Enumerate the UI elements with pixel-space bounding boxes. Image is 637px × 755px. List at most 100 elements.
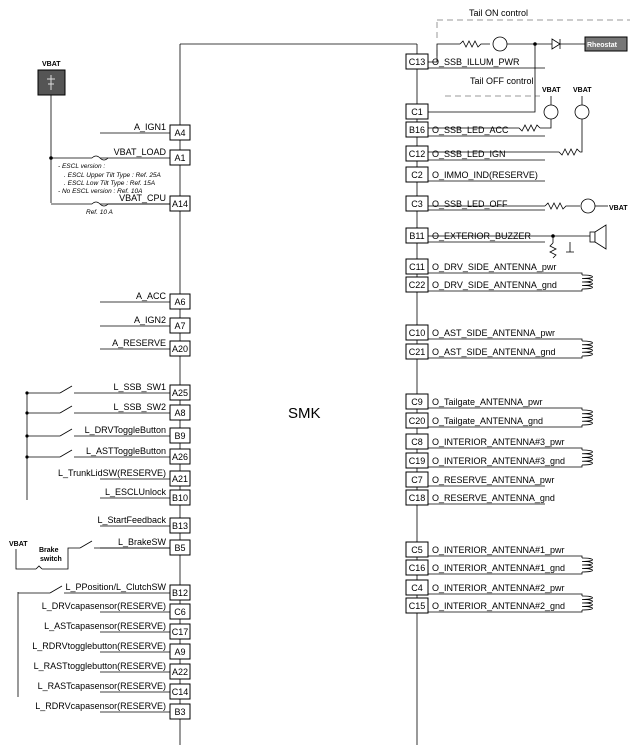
- antenna-coil: [545, 593, 593, 613]
- pin-box: [405, 343, 429, 360]
- brake-switch-label: Brake: [39, 547, 59, 554]
- pin-box: [405, 541, 429, 558]
- pin-box: [405, 579, 429, 596]
- signal-name: A_RESERVE: [112, 338, 166, 348]
- signal-name: L_RDRVtogglebutton(RESERVE): [32, 641, 166, 651]
- signal-name: A_IGN1: [134, 122, 166, 132]
- right-pin-c20: C20 O_Tailgate_ANTENNA_gnd: [405, 412, 545, 429]
- vbat-label: VBAT: [573, 87, 592, 94]
- pin-box: [405, 393, 429, 410]
- pin-box: [405, 433, 429, 450]
- pin-number: B9: [174, 431, 185, 441]
- left-pin-a1: A1 VBAT_LOAD: [100, 147, 191, 166]
- antenna-coil: [545, 407, 593, 428]
- pin-number: C20: [409, 416, 426, 426]
- pin-number: C3: [411, 199, 423, 209]
- pin-box: [169, 427, 191, 444]
- pin-number: B16: [409, 125, 425, 135]
- pin-number: C11: [409, 262, 425, 272]
- pin-number: C18: [409, 493, 426, 503]
- signal-name: O_AST_SIDE_ANTENNA_gnd: [432, 347, 556, 357]
- signal-name: L_ESCLUnlock: [105, 487, 167, 497]
- signal-name: O_INTERIOR_ANTENNA#3_gnd: [432, 456, 565, 466]
- escl-note: - ESCL version :: [58, 163, 105, 170]
- signal-name: O_SSB_LED_ACC: [432, 125, 509, 135]
- signal-name: L_DRVToggleButton: [85, 425, 166, 435]
- pin-box: [169, 448, 191, 465]
- antenna-coil: [545, 447, 593, 468]
- vbat-fuses: [18, 155, 170, 594]
- pin-box: [405, 195, 429, 212]
- signal-name: O_INTERIOR_ANTENNA#1_gnd: [432, 563, 565, 573]
- pin-box: [405, 145, 429, 162]
- right-pin-c1: C1: [405, 103, 429, 120]
- pin-number: A14: [172, 199, 188, 209]
- pin-number: A1: [174, 153, 185, 163]
- vbat-label: VBAT: [542, 87, 561, 94]
- pin-box: [405, 258, 429, 275]
- pin-box: [405, 227, 429, 244]
- signal-name: L_BrakeSW: [118, 537, 167, 547]
- pin-number: B10: [172, 493, 188, 503]
- pin-number: C1: [411, 107, 423, 117]
- tail-control: Tail ON control Tail OFF control Rheosta…: [427, 8, 630, 156]
- pin-box: [169, 603, 191, 620]
- escl-note: . ESCL Upper Tilt Type : Ref. 25A: [64, 172, 161, 179]
- pin-box: [405, 559, 429, 576]
- right-pin-b11: B11 O_EXTERIOR_BUZZER: [405, 227, 545, 244]
- pin-box: [405, 121, 429, 138]
- pin-number: C15: [409, 601, 426, 611]
- buzzer: [427, 224, 607, 259]
- pin-number: C12: [409, 149, 426, 159]
- pin-number: C13: [409, 57, 426, 67]
- ssb-led-off-lamp: VBAT: [427, 198, 628, 214]
- signal-name: O_INTERIOR_ANTENNA#3_pwr: [432, 437, 565, 447]
- left-pin-a4: A4A_IGN1: [100, 122, 191, 141]
- tail-on-label: Tail ON control: [469, 8, 528, 18]
- pin-number: A25: [172, 388, 188, 398]
- signal-name: VBAT_LOAD: [114, 147, 167, 157]
- signal-name: A_IGN2: [134, 315, 166, 325]
- signal-name: A_ACC: [136, 291, 167, 301]
- left-pin-a6: A6A_ACC: [100, 291, 191, 310]
- pin-box: [169, 124, 191, 141]
- signal-name: O_EXTERIOR_BUZZER: [432, 231, 532, 241]
- signal-name: O_Tailgate_ANTENNA_gnd: [432, 416, 543, 426]
- module-label: SMK: [288, 405, 321, 422]
- signal-name: L_TrunkLidSW(RESERVE): [58, 468, 166, 478]
- signal-name: L_RASTtogglebutton(RESERVE): [34, 661, 166, 671]
- pin-number: B11: [409, 231, 424, 241]
- left-pin-b3: B3L_RDRVcapasensor(RESERVE): [35, 701, 191, 720]
- pin-box: [169, 703, 191, 720]
- pin-number: A7: [174, 321, 185, 331]
- pin-box: [405, 412, 429, 429]
- right-pin-c13: C13 O_SSB_ILLUM_PWR: [405, 53, 545, 70]
- pin-box: [405, 597, 429, 614]
- pin-box: [169, 470, 191, 487]
- pin-box: [405, 166, 429, 183]
- signal-name: O_SSB_ILLUM_PWR: [432, 57, 520, 67]
- pin-box: [405, 276, 429, 293]
- signal-name: O_RESERVE_ANTENNA_gnd: [432, 493, 555, 503]
- signal-name: L_DRVcapasensor(RESERVE): [42, 601, 166, 611]
- pin-number: B13: [172, 521, 188, 531]
- vbat-label: VBAT: [9, 541, 28, 548]
- pin-box: [169, 584, 191, 601]
- signal-name: O_Tailgate_ANTENNA_pwr: [432, 397, 543, 407]
- pin-number: A26: [172, 452, 188, 462]
